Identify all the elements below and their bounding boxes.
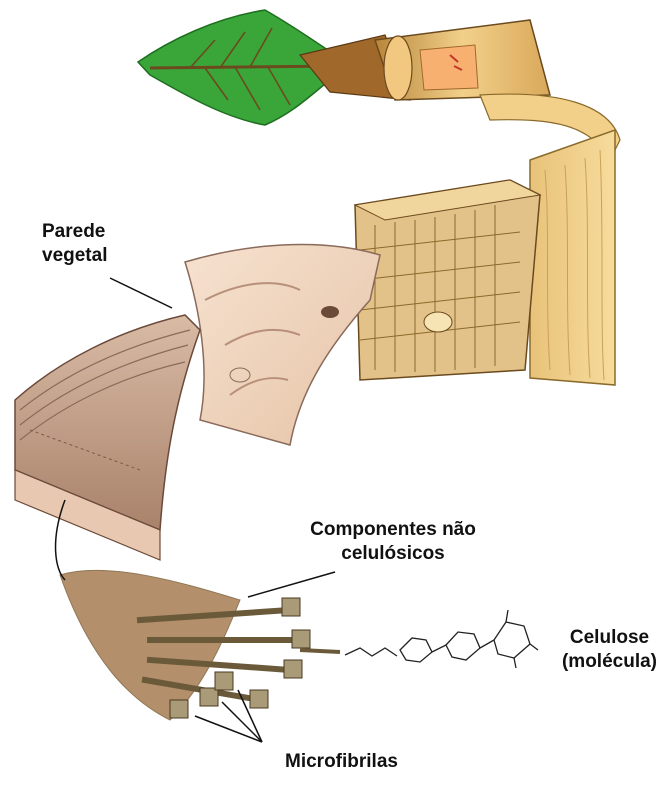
label-microfibrilas-text: Microfibrilas	[285, 750, 398, 774]
cellulose-molecule	[345, 610, 538, 668]
label-componentes-nao-celulosicos: Componentes não celulósicos	[283, 518, 503, 566]
label-microfibrilas: Microfibrilas	[285, 750, 398, 774]
label-parede-line1: Parede	[42, 220, 107, 244]
label-componentes-line1: Componentes não	[283, 518, 503, 542]
trunk	[300, 20, 550, 100]
parede-leader	[110, 278, 172, 308]
label-celulose-molecula: Celulose (molécula)	[552, 626, 667, 674]
wood-cell-block	[355, 180, 540, 380]
microfibril-cluster	[60, 570, 340, 720]
cell-wall-sheet	[185, 245, 380, 445]
label-celulose-line2: (molécula)	[552, 650, 667, 674]
label-celulose-line1: Celulose	[552, 626, 667, 650]
label-parede-vegetal: Parede vegetal	[42, 220, 107, 268]
componentes-leader	[248, 572, 335, 597]
label-parede-line2: vegetal	[42, 244, 107, 268]
label-componentes-line2: celulósicos	[283, 542, 503, 566]
layered-wall-section	[15, 315, 200, 560]
